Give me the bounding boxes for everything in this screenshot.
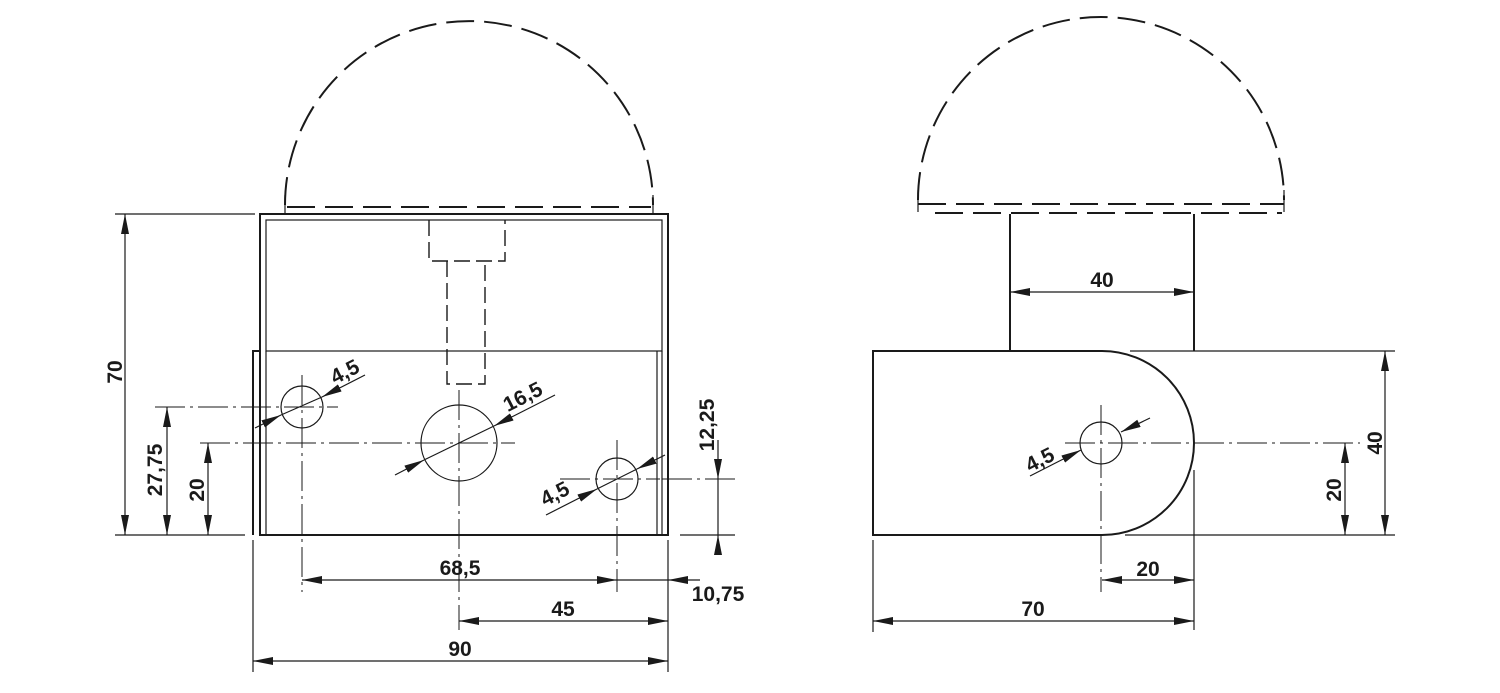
label-hole-height-3: 12,25: [696, 398, 719, 451]
label-hole-height-1: 27,75: [144, 443, 167, 496]
side-view: 40 40 20 20 70 4,5: [872, 16, 1395, 632]
label-depth-total: 70: [1021, 598, 1044, 621]
bracket-outline-side: [872, 350, 1195, 536]
dim-hole-side-a: [1029, 449, 1082, 477]
dim-hole-left-b: [321, 374, 366, 398]
bracket-outline: [252, 350, 260, 535]
extension-lines-side: [872, 350, 1395, 632]
label-width-total: 90: [448, 638, 471, 661]
label-hole-dia: 4,5: [1022, 443, 1059, 477]
label-hole-dia-right: 4,5: [537, 477, 574, 511]
dim-hole-side-b: [1120, 417, 1151, 433]
stem-outline: [1009, 214, 1195, 351]
center-lines-side: [1065, 405, 1360, 592]
label-edge-offset: 10,75: [692, 583, 745, 606]
dim-hole-right-a: [545, 488, 598, 516]
screw-hidden: [428, 220, 506, 385]
dome-edges: [284, 195, 654, 214]
dim-hole-left-a: [254, 414, 282, 429]
dim-hole-right-b: [636, 454, 666, 470]
label-height-total: 70: [104, 360, 127, 383]
label-hole-height: 20: [1323, 478, 1346, 501]
label-center-offset: 45: [551, 598, 575, 621]
housing-outline: [259, 213, 669, 536]
dome-outline-side: [917, 16, 1285, 201]
extension-lines: [115, 213, 735, 672]
label-stem-width: 40: [1090, 269, 1113, 292]
label-hole-height-2: 20: [186, 478, 209, 501]
label-radius-offset: 20: [1136, 558, 1159, 581]
dim-hole-center-a: [394, 459, 425, 476]
center-lines: [155, 375, 740, 630]
dim-hole-center-b: [493, 394, 556, 427]
label-hole-spacing: 68,5: [440, 557, 481, 580]
housing-inner: [265, 219, 663, 352]
front-view: 70 27,75 20 12,25 68,5 45 90 10,75 4,5 1…: [104, 20, 745, 672]
dome-outline: [284, 20, 654, 206]
label-hole-dia-left: 4,5: [327, 355, 364, 389]
label-body-height: 40: [1364, 431, 1387, 454]
